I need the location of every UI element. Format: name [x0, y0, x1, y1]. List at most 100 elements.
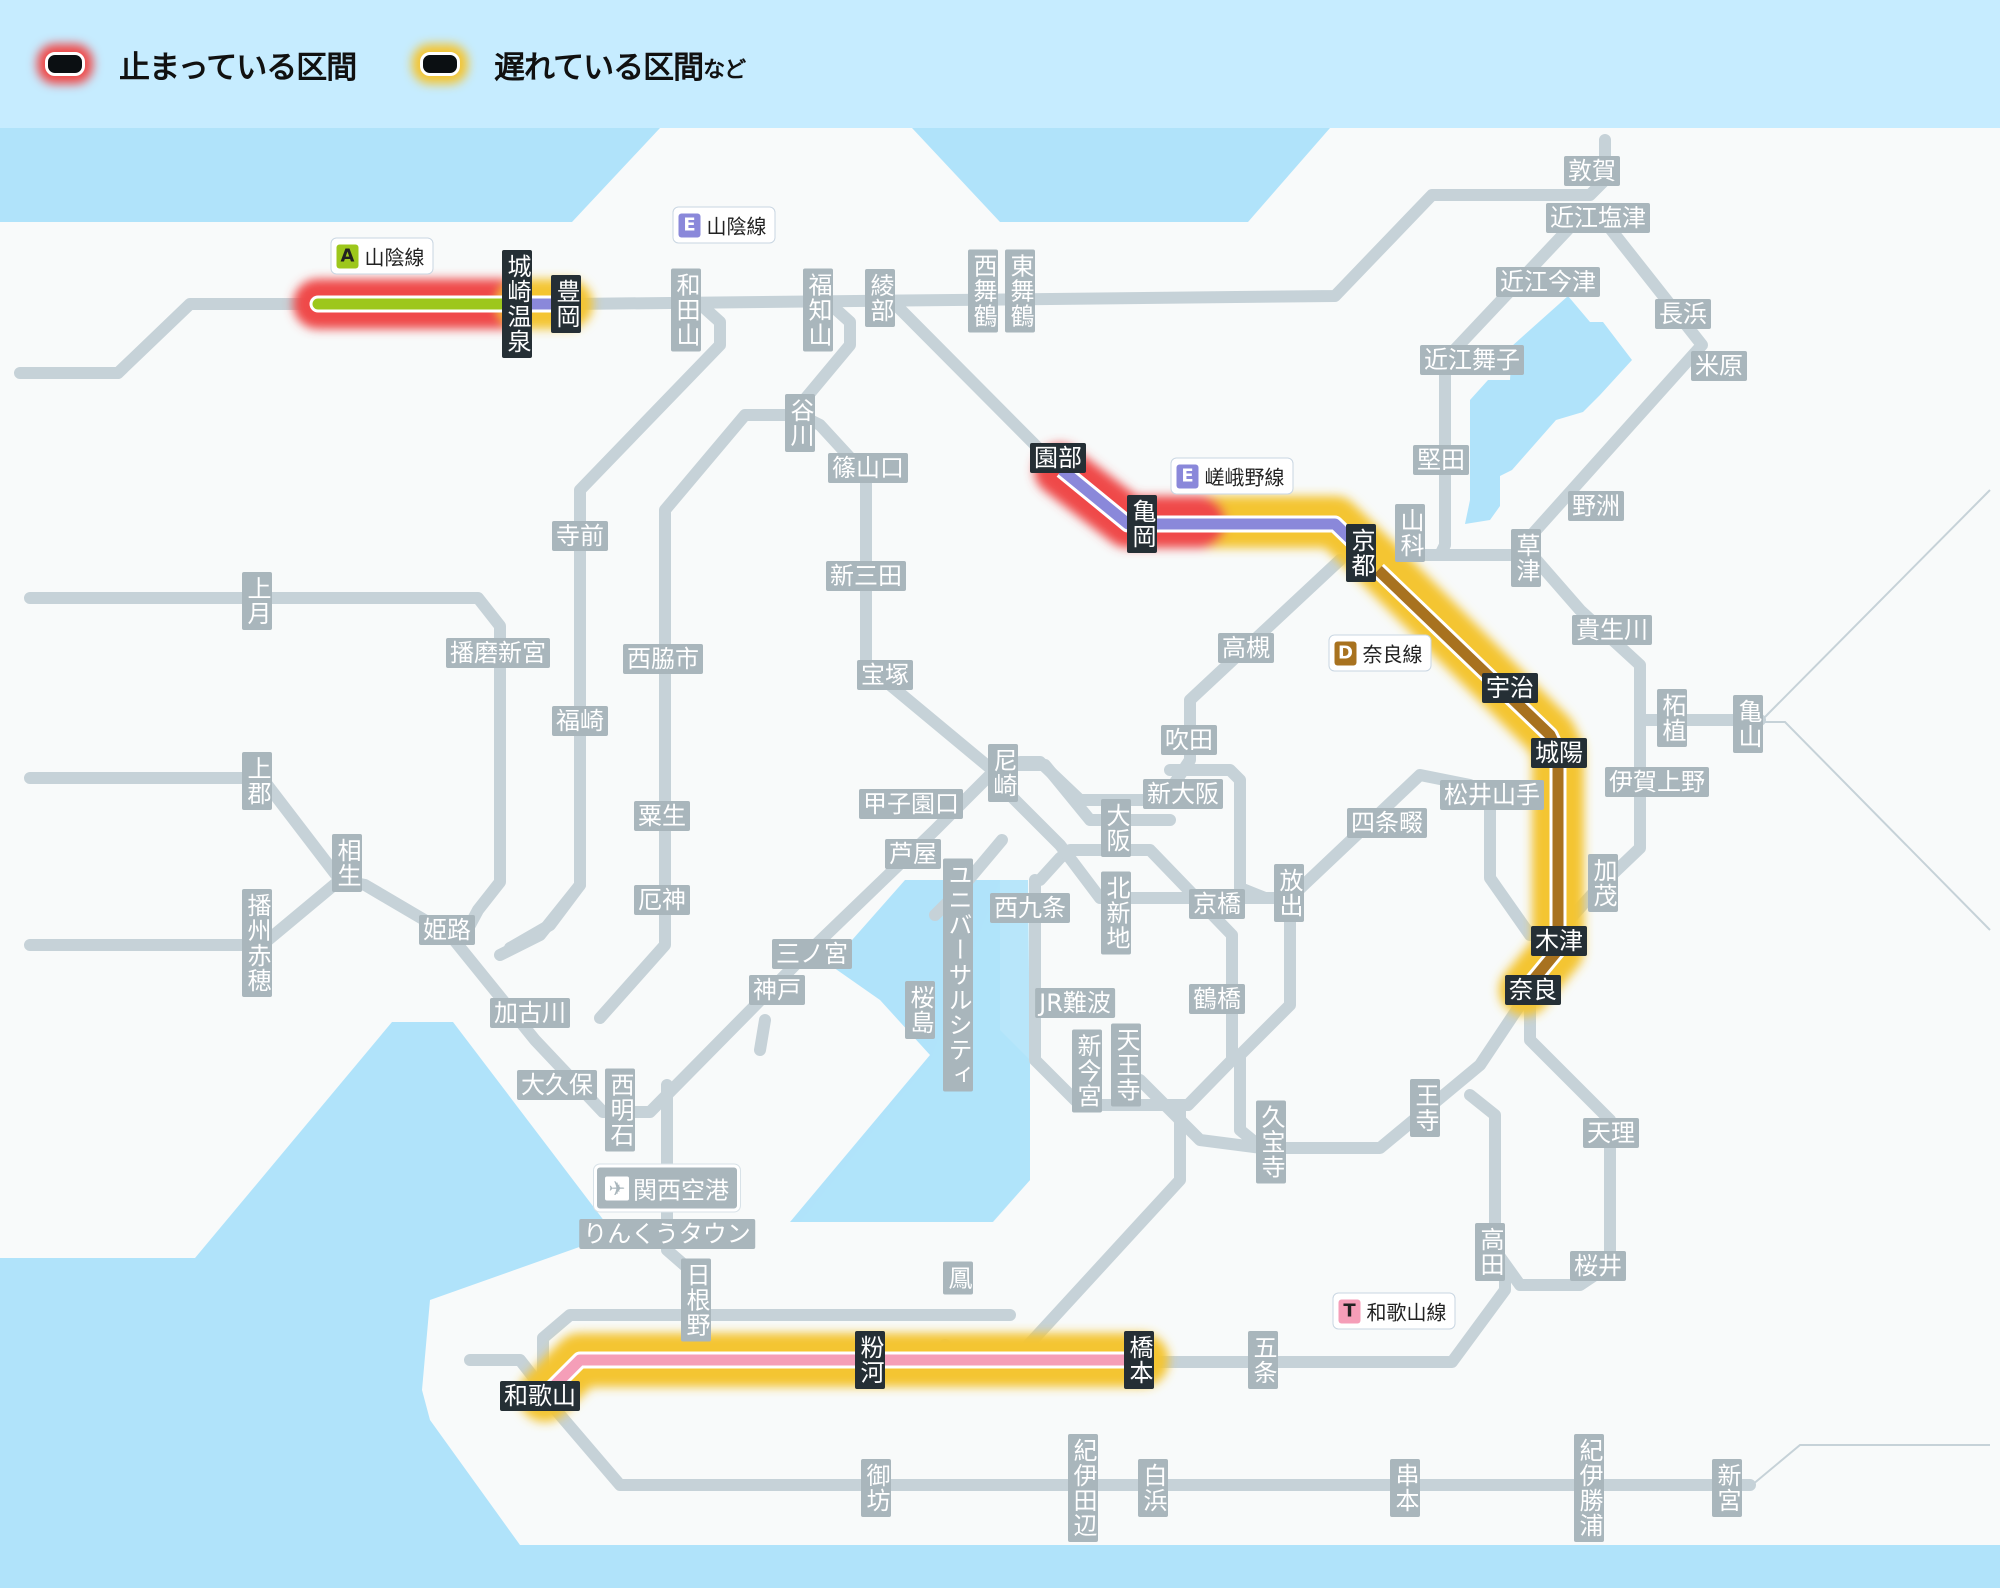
station-harimashingu[interactable]: 播磨新宮 — [446, 638, 550, 668]
station-matsuiyamate[interactable]: 松井山手 — [1440, 780, 1544, 810]
line-name: 奈良線 — [1362, 642, 1423, 667]
station-wadayama[interactable]: 和田山 — [671, 268, 701, 352]
station-tsuge[interactable]: 柘植 — [1657, 689, 1687, 747]
track-kamigori — [24, 772, 456, 941]
station-igaueno[interactable]: 伊賀上野 — [1605, 767, 1709, 797]
station-sakurajima[interactable]: 桜島 — [905, 981, 935, 1039]
station-kinosaki[interactable]: 城崎温泉 — [502, 250, 532, 358]
station-maibara[interactable]: 米原 — [1691, 351, 1747, 381]
station-shinimamiya[interactable]: 新今宮 — [1072, 1029, 1102, 1113]
station-kakogawa[interactable]: 加古川 — [490, 998, 570, 1028]
station-kobe[interactable]: 神戸 — [749, 975, 805, 1005]
legend-delayed-suffix: など — [703, 58, 746, 83]
station-kusatsu[interactable]: 草津 — [1511, 529, 1541, 587]
station-oji[interactable]: 王寺 — [1410, 1079, 1440, 1137]
track-fukuchiyama-amagasaki — [794, 298, 856, 411]
station-omiimazu[interactable]: 近江今津 — [1496, 267, 1600, 297]
station-yasu[interactable]: 野洲 — [1568, 491, 1624, 521]
station-ashiya[interactable]: 芦屋 — [885, 839, 941, 869]
station-nishiwakishi[interactable]: 西脇市 — [623, 644, 703, 674]
station-teramae[interactable]: 寺前 — [552, 521, 608, 551]
station-katata[interactable]: 堅田 — [1413, 445, 1469, 475]
station-usj[interactable]: ユニバーサルシティ — [943, 858, 973, 1092]
line-tag-d-nara[interactable]: D 奈良線 — [1328, 634, 1432, 672]
station-aioi[interactable]: 相生 — [332, 834, 362, 892]
station-nishiakashi[interactable]: 西明石 — [605, 1068, 635, 1152]
station-shinosaka[interactable]: 新大阪 — [1143, 779, 1223, 809]
station-takada[interactable]: 高田 — [1475, 1223, 1505, 1281]
station-kiikatsuura[interactable]: 紀伊勝浦 — [1574, 1434, 1604, 1542]
station-kyobashi[interactable]: 京橋 — [1189, 889, 1245, 919]
station-kamo[interactable]: 加茂 — [1588, 854, 1618, 912]
station-rinku[interactable]: りんくうタウン — [579, 1219, 755, 1249]
station-yamashina[interactable]: 山科 — [1395, 504, 1425, 562]
station-himeji[interactable]: 姫路 — [419, 915, 475, 945]
station-amagasaki[interactable]: 尼崎 — [988, 744, 1018, 802]
station-uji[interactable]: 宇治 — [1482, 673, 1538, 703]
station-takatsuki[interactable]: 高槻 — [1218, 633, 1274, 663]
line-tag-t-wakayama[interactable]: T 和歌山線 — [1332, 1292, 1456, 1330]
station-kameyama[interactable]: 亀山 — [1733, 695, 1763, 753]
station-hanaten[interactable]: 放出 — [1274, 864, 1304, 922]
station-sakurai[interactable]: 桜井 — [1570, 1251, 1626, 1281]
line-tag-e-sagano[interactable]: E 嵯峨野線 — [1170, 457, 1294, 495]
station-sonobe[interactable]: 園部 — [1030, 443, 1086, 473]
station-ayabe[interactable]: 綾部 — [865, 269, 895, 327]
station-hashimoto[interactable]: 橋本 — [1124, 1331, 1154, 1389]
station-fukusaki[interactable]: 福崎 — [552, 706, 608, 736]
station-hineno[interactable]: 日根野 — [681, 1258, 711, 1342]
station-omishiotsu[interactable]: 近江塩津 — [1546, 203, 1650, 233]
station-tsuruga[interactable]: 敦賀 — [1564, 156, 1620, 186]
line-tag-e-sanin[interactable]: E 山陰線 — [672, 206, 776, 244]
station-wakayama[interactable]: 和歌山 — [500, 1381, 580, 1411]
station-joyo[interactable]: 城陽 — [1531, 738, 1587, 768]
station-tennoji[interactable]: 天王寺 — [1111, 1023, 1141, 1107]
station-suita[interactable]: 吹田 — [1161, 725, 1217, 755]
station-tsuruhashi[interactable]: 鶴橋 — [1189, 984, 1245, 1014]
station-ao[interactable]: 粟生 — [634, 801, 690, 831]
station-sannomiya[interactable]: 三ノ宮 — [772, 939, 852, 969]
station-kiitanabe[interactable]: 紀伊田辺 — [1068, 1434, 1098, 1542]
station-tanikawa[interactable]: 谷川 — [785, 394, 815, 452]
station-otori[interactable]: 鳳 — [943, 1261, 973, 1295]
station-shijonawate[interactable]: 四条畷 — [1347, 808, 1427, 838]
station-kushimoto[interactable]: 串本 — [1390, 1459, 1420, 1517]
station-takarazuka[interactable]: 宝塚 — [857, 660, 913, 690]
station-nara[interactable]: 奈良 — [1505, 975, 1561, 1005]
station-tenri[interactable]: 天理 — [1583, 1118, 1639, 1148]
station-kokawa[interactable]: 粉河 — [855, 1331, 885, 1389]
station-banshuako[interactable]: 播州赤穂 — [242, 889, 272, 997]
station-kyuhoji[interactable]: 久宝寺 — [1256, 1100, 1286, 1184]
station-okubo[interactable]: 大久保 — [517, 1070, 597, 1100]
station-koshienguchi[interactable]: 甲子園口 — [859, 789, 963, 819]
station-shirahama[interactable]: 白浜 — [1138, 1459, 1168, 1517]
station-fukuchiyama[interactable]: 福知山 — [803, 268, 833, 352]
station-gojo[interactable]: 五条 — [1248, 1331, 1278, 1389]
station-kyoto[interactable]: 京都 — [1346, 524, 1376, 582]
station-kozuki[interactable]: 上月 — [242, 572, 272, 630]
station-jrnamba[interactable]: JR難波 — [1035, 988, 1115, 1018]
station-toyooka[interactable]: 豊岡 — [551, 275, 581, 333]
station-higashimaizuru[interactable]: 東舞鶴 — [1005, 249, 1035, 333]
station-nagahama[interactable]: 長浜 — [1655, 299, 1711, 329]
station-osaka[interactable]: 大阪 — [1101, 799, 1131, 857]
station-nishikujo[interactable]: 西九条 — [990, 893, 1070, 923]
station-kizu[interactable]: 木津 — [1531, 926, 1587, 956]
line-tag-a-sanin[interactable]: A 山陰線 — [330, 237, 434, 275]
station-nishimaizuru[interactable]: 西舞鶴 — [968, 249, 998, 333]
station-gobo[interactable]: 御坊 — [861, 1459, 891, 1517]
delayed-swatch-icon — [420, 52, 460, 76]
station-kitashinchi[interactable]: 北新地 — [1101, 871, 1131, 955]
station-yakujin[interactable]: 厄神 — [634, 885, 690, 915]
station-shinsanda[interactable]: 新三田 — [826, 561, 906, 591]
station-omimaiko[interactable]: 近江舞子 — [1420, 345, 1524, 375]
station-shingu[interactable]: 新宮 — [1712, 1459, 1742, 1517]
track-kobe-spur — [754, 1014, 771, 1056]
station-kamigori[interactable]: 上郡 — [242, 752, 272, 810]
station-kameoka[interactable]: 亀岡 — [1127, 495, 1157, 553]
station-kibukawa[interactable]: 貴生川 — [1572, 615, 1652, 645]
line-code-badge: T — [1338, 1299, 1361, 1323]
station-sasayamaguchi[interactable]: 篠山口 — [828, 453, 908, 483]
airport-station[interactable]: ✈ 関西空港 — [594, 1164, 740, 1212]
